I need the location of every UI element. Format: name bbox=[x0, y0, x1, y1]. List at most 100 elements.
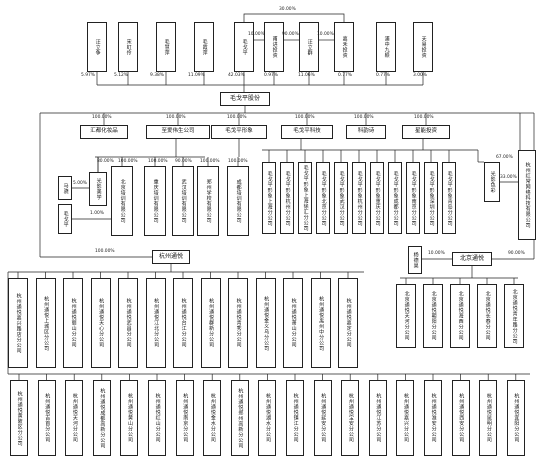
pct-first-zhiai: 100.00% bbox=[166, 115, 186, 120]
shareholder-mao-gewping: 毛戈平 bbox=[234, 22, 254, 72]
shareholder-mao-xiaping: 毛霞萍 bbox=[194, 22, 214, 72]
shareholder-mao-huiping: 毛慧萍 bbox=[156, 22, 176, 72]
pct-song-hongling: 5.12% bbox=[114, 73, 128, 78]
pct-wuhan-school: 90.00% bbox=[175, 159, 192, 164]
shareholder-tianyi-investment: 天易投资 bbox=[413, 22, 433, 72]
hangzhou-row2-branch-9: 杭州通悦郑州高新分公司 bbox=[230, 380, 249, 456]
pct-first-kechuang: 100.00% bbox=[354, 115, 374, 120]
hangzhou-row1-branch-9: 杭州通悦青秀分公司 bbox=[228, 278, 248, 368]
shareholder-pu-jin-investment: 甫进投资 bbox=[264, 22, 284, 72]
pct-chengdu-school: 100.00% bbox=[228, 159, 248, 164]
hangzhou-row2-branch-16: 杭州通悦淮安分公司 bbox=[424, 380, 442, 456]
person-yanghe: 杨德昊 bbox=[408, 246, 422, 274]
pct-hongchang-a: 67.00% bbox=[496, 155, 513, 160]
xingxiang-sub-nanjing: 毛戈平形象南京分公司 bbox=[406, 162, 420, 234]
hangzhou-row1-branch-3: 杭州通悦丽山分公司 bbox=[63, 278, 83, 368]
hangzhou-row1-branch-11: 杭州通悦萧山分公司 bbox=[283, 278, 303, 368]
hangzhou-row2-branch-18: 杭州通悦昆明分公司 bbox=[479, 380, 498, 456]
hangzhou-row2-branch-8: 杭州通悦金水分公司 bbox=[203, 380, 222, 456]
xingxiang-sub-hangzhou-b: 毛戈平形象杭州分公司 bbox=[352, 162, 366, 234]
shareholder-jiahe-investment: 嘉禾投资 bbox=[334, 22, 354, 72]
hangzhou-row1-branch-6: 杭州通悦江北分公司 bbox=[145, 278, 166, 368]
hangzhou-row2-branch-4: 杭州通悦成都高新分公司 bbox=[92, 380, 111, 456]
pct-hangzhou-jianyue: 100.00% bbox=[95, 249, 115, 254]
hangzhou-row2-branch-15: 杭州通悦嘉兴分公司 bbox=[396, 380, 415, 456]
xingxiang-sub-chongqing: 毛戈平形象重庆分公司 bbox=[370, 162, 384, 234]
hangzhou-row1-branch-1: 杭州通悦嘉兴路店分公司 bbox=[8, 278, 28, 368]
shareholder-wang-lizheng: 汪立争 bbox=[87, 22, 107, 72]
hangzhou-row2-branch-6: 杭州通悦红山分公司 bbox=[148, 380, 166, 456]
pct-mao-small: 1.00% bbox=[90, 211, 104, 216]
first-level-xingneng: 星能投资 bbox=[402, 125, 450, 139]
person-mao-small: 毛戈平 bbox=[58, 204, 72, 234]
pct-first-keji: 100.00% bbox=[295, 115, 315, 120]
beijing-sub-3: 北京通悦海西分公司 bbox=[450, 284, 470, 348]
first-level-kechuang: 科韵诗 bbox=[346, 125, 386, 139]
pct-puzhong-jiuying: 0.77% bbox=[376, 73, 390, 78]
hangzhou-row2-branch-14: 杭州通悦江苏分公司 bbox=[368, 380, 387, 456]
hangzhou-row1-branch-7: 杭州通悦台江分公司 bbox=[173, 278, 193, 368]
hangzhou-row2-branch-7: 杭州通悦南京分公司 bbox=[175, 380, 194, 456]
pct-pu-jin-investment: 0.97% bbox=[264, 73, 278, 78]
school-chengdu-school: 成都培训有限公司 bbox=[227, 166, 249, 236]
pct-mao-xiaping: 11.09% bbox=[188, 73, 205, 78]
shareholder-song-hongling: 宋虹伶 bbox=[118, 22, 138, 72]
hangzhou-row2-branch-13: 杭州通悦宝安分公司 bbox=[341, 380, 360, 456]
xingxiang-sub-qingdao: 毛戈平形象青岛分公司 bbox=[442, 162, 456, 234]
pct-first-huicai: 100.00% bbox=[92, 115, 112, 120]
pct-chongqing-school: 100.00% bbox=[148, 159, 168, 164]
xingxiang-sub-wuhan: 毛戈平形象武汉分公司 bbox=[334, 162, 348, 234]
beijing-sub-1: 北京通悦天河分公司 bbox=[396, 284, 416, 348]
shareholder-wang-liqun: 汪立群 bbox=[299, 22, 319, 72]
pct-mao-huiping: 9.38% bbox=[150, 73, 164, 78]
beijing-jianyue: 北京通悦 bbox=[452, 252, 492, 266]
school-zhengzhou-school: 郑州学校有限公司 bbox=[197, 166, 219, 236]
pct-guangying: 80.00% bbox=[97, 159, 114, 164]
hangzhou-row2-branch-2: 杭州通悦吉首分公司 bbox=[37, 380, 56, 456]
pct-yanghe: 10.00% bbox=[428, 251, 445, 256]
school-guangying: 光影美学 bbox=[89, 172, 107, 206]
pct-mao-to-pujin: 10.00% bbox=[248, 32, 265, 37]
first-level-zhiai: 至爱伟生公司 bbox=[146, 125, 210, 139]
xingxiang-sub-shanghai-xuhui: 毛戈平形象上海徐汇分公司 bbox=[298, 162, 312, 234]
first-level-xingxiang: 毛戈平形象 bbox=[211, 125, 267, 139]
hangzhou-row1-branch-13: 杭州通悦嘉定分公司 bbox=[338, 278, 358, 368]
xingxiang-sub-beijing: 毛戈平形象北京分公司 bbox=[316, 162, 330, 234]
pct-maji: 5.00% bbox=[73, 181, 87, 186]
beijing-sub-5: 北京通悦青年路分公司 bbox=[504, 284, 524, 348]
school-beijing-school: 北京培训有限公司 bbox=[111, 166, 133, 236]
xingxiang-sub-guangying-caizhuang: 光影色彩 bbox=[484, 162, 500, 202]
hangzhou-row2-branch-1: 杭州通悦黄陂区分公司 bbox=[10, 380, 28, 456]
shareholder-puzhong-jiuying: 浦中九颖 bbox=[376, 22, 396, 72]
first-level-keji: 毛戈平科技 bbox=[281, 125, 333, 139]
beijing-sub-4: 北京通悦长春分公司 bbox=[477, 284, 497, 348]
first-level-huicai: 汇都化妆品 bbox=[80, 125, 128, 139]
hangzhou-row2-branch-3: 杭州通悦天河分公司 bbox=[65, 380, 84, 456]
xingxiang-sub-hangzhou-hongchang: 杭州红常网络科技有限公司 bbox=[518, 150, 536, 240]
hangzhou-row1-branch-5: 杭州通悦武昌分公司 bbox=[118, 278, 138, 368]
hangzhou-row1-branch-10: 杭州通悦金义乌分公司 bbox=[255, 278, 276, 368]
hangzhou-row2-branch-19: 杭州通悦宜阳分公司 bbox=[506, 380, 525, 456]
pct-hongchang-b: 33.00% bbox=[500, 175, 517, 180]
hangzhou-row2-branch-5: 杭州通悦黄山分公司 bbox=[120, 380, 139, 456]
xingxiang-sub-shanghai: 毛戈平形象上海分公司 bbox=[262, 162, 276, 234]
hangzhou-row1-branch-4: 杭州通悦天心分公司 bbox=[90, 278, 111, 368]
pct-beijing-school: 100.00% bbox=[118, 159, 138, 164]
pct-pujin-to-wangliqun: 90.00% bbox=[282, 32, 299, 37]
pct-jiahe-investment: 0.77% bbox=[338, 73, 352, 78]
pct-zhengzhou-school: 100.00% bbox=[200, 159, 220, 164]
hangzhou-row2-branch-17: 杭州通悦西安分公司 bbox=[451, 380, 470, 456]
school-chongqing-school: 重庆培训有限公司 bbox=[144, 166, 166, 236]
holding-company: 毛戈平股份 bbox=[220, 92, 270, 106]
hangzhou-row2-branch-10: 杭州通悦湖水分公司 bbox=[258, 380, 277, 456]
xingxiang-sub-hangzhou: 毛戈平形象杭州分公司 bbox=[280, 162, 294, 234]
hangzhou-row2-branch-11: 杭州通悦镇江分公司 bbox=[286, 380, 304, 456]
hangzhou-row1-branch-8: 杭州通悦群新分公司 bbox=[200, 278, 221, 368]
xingxiang-sub-chengdu: 毛戈平形象成都分公司 bbox=[388, 162, 402, 234]
person-maji: 马骁 bbox=[58, 176, 72, 200]
pct-wang-lizheng: 5.97% bbox=[81, 73, 95, 78]
hangzhou-row1-branch-2: 杭州通悦上城区分公司 bbox=[35, 278, 56, 368]
pct-beijing-jianyue: 90.00% bbox=[508, 251, 525, 256]
pct-first-xingxiang: 100.00% bbox=[227, 115, 247, 120]
